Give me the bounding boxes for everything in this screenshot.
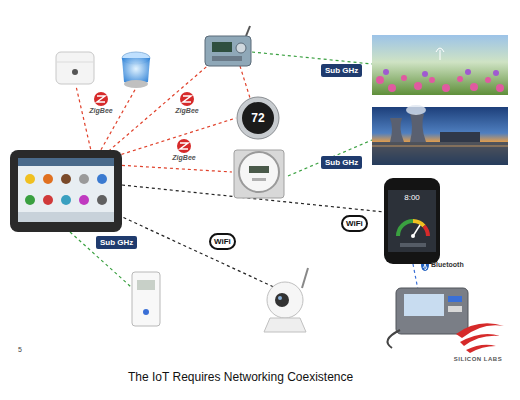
node-text: 72 — [251, 111, 264, 125]
node-text: 8:00 — [388, 190, 436, 252]
smartphone: 8:00 — [384, 178, 440, 264]
company-logo-text: SILICON LABS — [446, 356, 510, 362]
motion-sensor — [56, 52, 94, 84]
sprinkler-controller — [205, 26, 251, 66]
zigbee-logo — [94, 92, 108, 106]
protocol-badge: Sub GHz — [96, 236, 137, 249]
power-plant-photo — [372, 105, 508, 165]
protocol-label: Bluetooth — [431, 261, 464, 268]
garden-photo — [372, 35, 508, 95]
company-logo-mark — [456, 323, 504, 353]
hub-tablet — [10, 150, 122, 232]
color-lamp — [122, 52, 150, 88]
zigbee-logo — [177, 139, 191, 153]
protocol-label: ZigBee — [170, 154, 198, 161]
wifi-logo: WiFi — [341, 215, 368, 232]
thermostat: 72 — [236, 96, 280, 140]
page-number: 5 — [18, 346, 22, 353]
protocol-badge: Sub GHz — [321, 156, 362, 169]
wifi-logo: WiFi — [209, 233, 236, 250]
protocol-badge: Sub GHz — [321, 64, 362, 77]
protocol-label: ZigBee — [87, 107, 115, 114]
slide-caption: The IoT Requires Networking Coexistence — [128, 370, 353, 384]
protocol-label: ZigBee — [173, 107, 201, 114]
ip-camera — [264, 268, 308, 332]
blood-pressure-monitor — [388, 288, 469, 348]
weather-sensor — [132, 272, 160, 326]
zigbee-logo — [180, 92, 194, 106]
bluetooth-link — [413, 264, 418, 290]
smart-meter — [234, 150, 284, 198]
